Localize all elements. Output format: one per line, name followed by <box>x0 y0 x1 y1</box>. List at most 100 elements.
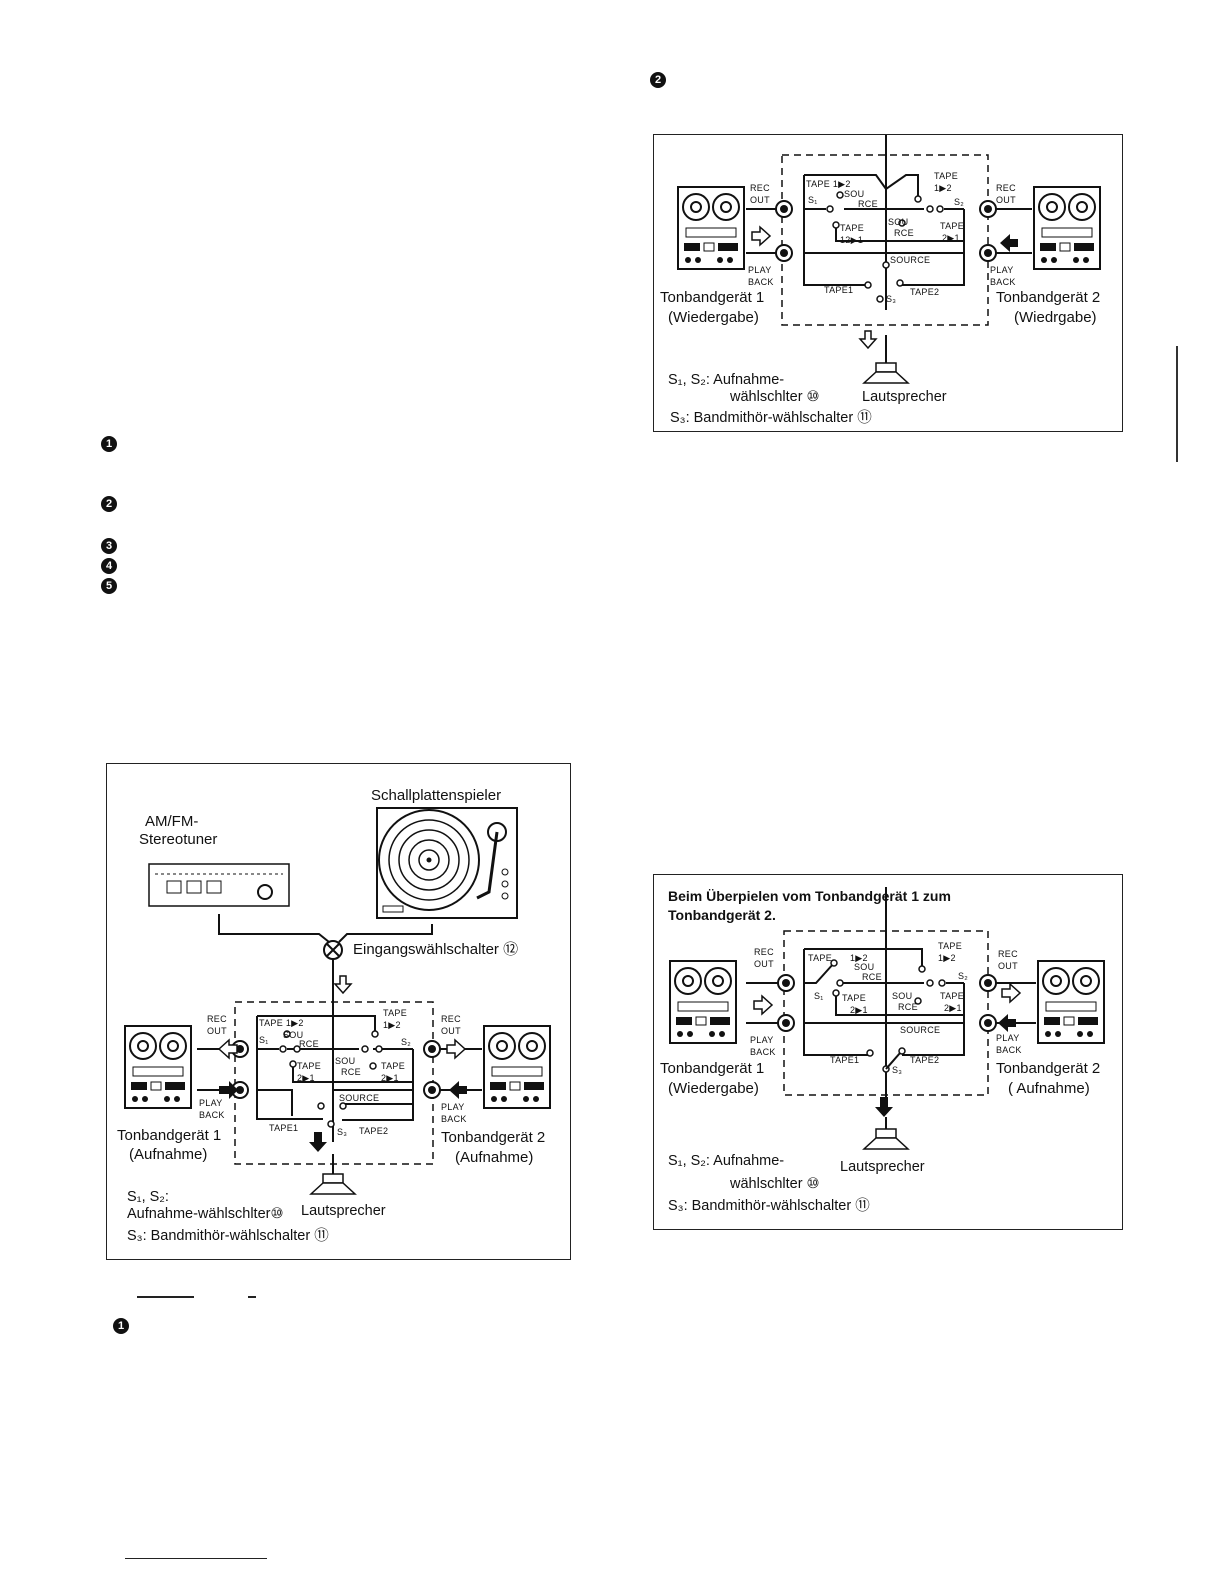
legend-s3: S₃: Bandmithör-wählschalter ⑪ <box>668 1197 870 1214</box>
circuit-label: S₁ <box>808 195 818 205</box>
circuit-label: OUT <box>996 195 1016 205</box>
circuit-label: OUT <box>754 959 774 969</box>
diagram-recording-svg: Schallplattenspieler AM/FM- Stereotuner … <box>117 787 551 1244</box>
deck1-mode: (Wiedergabe) <box>668 309 759 326</box>
tape-deck-1-icon <box>669 960 737 1044</box>
circuit-label: SOU <box>335 1056 355 1066</box>
circuit-label: BACK <box>990 277 1016 287</box>
circuit-label: SOU <box>854 962 874 972</box>
circuit-label: TAPE1 <box>824 285 853 295</box>
input-selector-label: Eingangswählschalter ⑫ <box>353 941 518 958</box>
circuit-label: BACK <box>996 1045 1022 1055</box>
circuit-label: TAPE <box>934 171 958 181</box>
diagram-dubbing-svg: Beim Überpielen vom Tonbandgerät 1 zum T… <box>660 887 1105 1214</box>
bullet-3: 3 <box>101 538 117 554</box>
circuit-label: 12▶1 <box>840 235 863 245</box>
diagram-panel-recording: Schallplattenspieler AM/FM- Stereotuner … <box>106 763 571 1260</box>
bullet-4: 4 <box>101 558 117 574</box>
speaker-label: Lautsprecher <box>862 389 947 405</box>
circuit-label: S₁ <box>259 1035 269 1045</box>
circuit-label: S₂ <box>401 1037 411 1047</box>
circuit-label: S₂ <box>954 197 964 207</box>
legend-s1s2: S₁, S₂: Aufnahme- <box>668 372 784 388</box>
circuit-label: TAPE 1▶2 <box>259 1018 304 1028</box>
deck2-mode: (Aufnahme) <box>455 1149 533 1166</box>
circuit-label: OUT <box>207 1026 227 1036</box>
circuit-label: BACK <box>441 1114 467 1124</box>
circuit-label: PLAY <box>748 265 772 275</box>
circuit-label: TAPE <box>808 953 832 963</box>
circuit-label: TAPE2 <box>910 1055 939 1065</box>
tuner-label-line1: AM/FM- <box>145 813 198 830</box>
circuit-label: TAPE <box>940 221 964 231</box>
circuit-label: S₃ <box>892 1065 902 1075</box>
circuit-label: PLAY <box>750 1035 774 1045</box>
circuit-label: S₂ <box>958 971 968 981</box>
circuit-label: SOU <box>283 1030 303 1040</box>
margin-line <box>1176 346 1178 462</box>
circuit-label: SOU <box>844 189 864 199</box>
circuit-label: RCE <box>858 199 878 209</box>
turntable-label: Schallplattenspieler <box>371 787 501 804</box>
speaker-icon <box>862 1117 910 1150</box>
underline-rule <box>137 1296 194 1298</box>
deck2-name: Tonbandgerät 2 <box>441 1129 545 1146</box>
circuit-label: SOURCE <box>890 255 930 265</box>
circuit-label: TAPE <box>381 1061 405 1071</box>
circuit-label: 2▶1 <box>381 1073 399 1083</box>
circuit-label: PLAY <box>441 1102 465 1112</box>
circuit-label: 1▶2 <box>934 183 952 193</box>
legend-recording-selector: Aufnahme-wählschlter⑩ <box>127 1206 283 1222</box>
bullet-top-right: 2 <box>650 72 666 88</box>
circuit-label: TAPE <box>940 991 964 1001</box>
circuit-label: 1▶2 <box>938 953 956 963</box>
dubbing-title-line2: Tonbandgerät 2. <box>668 907 776 923</box>
circuit-label: TAPE 1▶2 <box>806 179 851 189</box>
deck2-mode: (Wiedrgabe) <box>1014 309 1097 326</box>
legend-recording-selector: wählschlter ⑩ <box>729 1176 820 1192</box>
deck2-mode: ( Aufnahme) <box>1008 1080 1090 1097</box>
circuit-label: SOU <box>892 991 912 1001</box>
diagram-panel-dubbing: Beim Überpielen vom Tonbandgerät 1 zum T… <box>653 874 1123 1230</box>
circuit-label: RCE <box>894 228 914 238</box>
circuit-label: S₃ <box>886 294 896 304</box>
legend-s1s2: S₁, S₂: Aufnahme- <box>668 1153 784 1169</box>
circuit-label: RCE <box>299 1039 319 1049</box>
circuit-label: BACK <box>199 1110 225 1120</box>
circuit-label: TAPE <box>383 1008 407 1018</box>
tape-deck-1-icon <box>124 1025 192 1109</box>
circuit-label: 2▶1 <box>297 1073 315 1083</box>
circuit-label: REC <box>750 183 770 193</box>
bullet-2: 2 <box>101 496 117 512</box>
footer-rule <box>125 1558 267 1559</box>
circuit-label: TAPE <box>938 941 962 951</box>
bullet-1: 1 <box>101 436 117 452</box>
dubbing-title-line1: Beim Überpielen vom Tonbandgerät 1 zum <box>668 888 951 904</box>
circuit-label: OUT <box>998 961 1018 971</box>
legend-recording-selector: wählschlter ⑩ <box>729 389 820 405</box>
circuit-label: 2▶1 <box>942 233 960 243</box>
speaker-icon <box>862 335 910 384</box>
circuit-label: OUT <box>441 1026 461 1036</box>
circuit-label: TAPE2 <box>359 1126 388 1136</box>
deck1-mode: (Aufnahme) <box>129 1146 207 1163</box>
circuit-label: PLAY <box>990 265 1014 275</box>
input-selector-icon <box>323 940 343 960</box>
tuner-label-line2: Stereotuner <box>139 831 217 848</box>
circuit-label: REC <box>754 947 774 957</box>
circuit-label: OUT <box>750 195 770 205</box>
bullet-5: 5 <box>101 578 117 594</box>
deck1-name: Tonbandgerät 1 <box>660 289 764 306</box>
circuit-label: S₃ <box>337 1127 347 1137</box>
tape-deck-2-icon <box>1033 186 1101 270</box>
diagram-panel-playback: REC OUT REC OUT PLAY BACK PLAY BACK TAPE… <box>653 134 1123 432</box>
circuit-label: TAPE <box>842 993 866 1003</box>
circuit-label: TAPE <box>297 1061 321 1071</box>
turntable-icon <box>376 807 518 919</box>
tape-deck-1-icon <box>677 186 745 270</box>
tape-deck-2-icon <box>483 1025 551 1109</box>
circuit-label: 1▶2 <box>850 953 868 963</box>
tape-deck-2-icon <box>1037 960 1105 1044</box>
circuit-label: PLAY <box>996 1033 1020 1043</box>
circuit-label: TAPE2 <box>910 287 939 297</box>
